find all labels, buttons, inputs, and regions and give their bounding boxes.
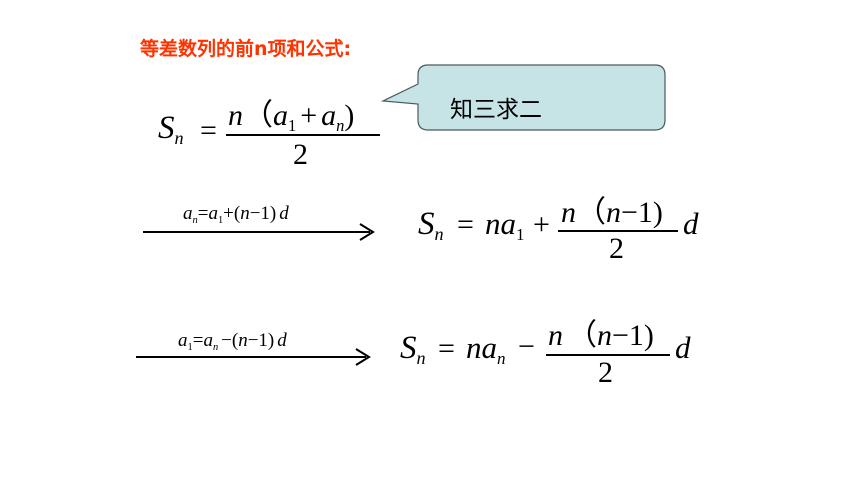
title-text: 等差数列的前n项和公式: bbox=[140, 38, 352, 60]
formula3-equals: = bbox=[438, 332, 455, 365]
arrow1-n: n bbox=[240, 203, 250, 224]
formula3-num-lparen: （ bbox=[567, 319, 597, 352]
arrow1-label: an=a1+(n−1)d bbox=[183, 203, 289, 226]
formula2-plus: + bbox=[533, 208, 550, 241]
slide-title: 等差数列的前n项和公式: bbox=[140, 34, 351, 61]
arrow2-a-sub: 1 bbox=[187, 341, 193, 353]
formula1-lhs: Sn bbox=[158, 110, 184, 149]
arrow2-d: d bbox=[277, 330, 287, 351]
formula2-num-minus1: −1) bbox=[621, 196, 663, 229]
formula1-S: S bbox=[158, 110, 175, 146]
formula3-num-minus1: −1) bbox=[612, 319, 654, 352]
arrow2-an-sub: n bbox=[212, 341, 219, 353]
arrow1-eq: = bbox=[197, 203, 209, 224]
formula3-num-n2: n bbox=[597, 319, 612, 352]
formula1-num-an: a bbox=[321, 99, 337, 132]
formula1-num-plus: + bbox=[300, 99, 318, 132]
arrow1-a1: a bbox=[208, 203, 218, 224]
arrow1-d: d bbox=[279, 203, 289, 224]
formula3-fraction-bar bbox=[546, 354, 670, 356]
formula2-S: S bbox=[418, 206, 435, 242]
formula3-S-sub: n bbox=[416, 348, 426, 369]
formula2-S-sub: n bbox=[434, 224, 444, 245]
formula2-d: d bbox=[683, 206, 699, 241]
formula3-num-n: n bbox=[548, 319, 563, 352]
formula1-denominator: 2 bbox=[293, 138, 308, 171]
formula3-S: S bbox=[400, 330, 417, 366]
formula2-na-sub: 1 bbox=[516, 224, 525, 244]
formula1-num-a1: a bbox=[273, 99, 288, 132]
formula2-fraction-bar bbox=[558, 230, 678, 232]
formula3-numerator: n（n−1) bbox=[548, 310, 654, 354]
formula1-S-sub: n bbox=[174, 128, 184, 149]
formula2-numerator: n（n−1) bbox=[561, 187, 663, 231]
formula1-num-lparen: （ bbox=[243, 99, 273, 132]
arrow1-rest: +( bbox=[223, 203, 241, 224]
arrow2-a: a bbox=[178, 330, 188, 351]
formula1-fraction-bar bbox=[226, 134, 380, 136]
arrow1-minus1: −1) bbox=[249, 203, 277, 224]
formula3-na: nan bbox=[466, 330, 506, 368]
formula3-na-sub: n bbox=[497, 348, 506, 368]
formula1-equals: = bbox=[200, 114, 217, 147]
arrow1-a: a bbox=[183, 203, 193, 224]
arrow2-an: a bbox=[203, 330, 213, 351]
formula2-denominator: 2 bbox=[609, 232, 624, 265]
formula1-numerator: n（a1+an) bbox=[228, 90, 355, 135]
formula2-na-text: na bbox=[485, 206, 516, 241]
arrow2-n: n bbox=[238, 330, 248, 351]
formula2-num-n: n bbox=[561, 196, 576, 229]
formula1-num-an-sub: n bbox=[336, 115, 345, 135]
formula3-lhs: Sn bbox=[400, 330, 426, 369]
formula2-equals: = bbox=[457, 208, 474, 241]
arrow1-a-sub: n bbox=[192, 214, 198, 226]
callout-shape bbox=[380, 64, 666, 131]
formula3-minus: − bbox=[518, 330, 535, 363]
arrow1-a1-sub: 1 bbox=[217, 214, 224, 226]
formula3-na-text: na bbox=[466, 330, 497, 365]
arrow2-rest: −( bbox=[221, 330, 239, 351]
callout-text: 知三求二 bbox=[450, 97, 542, 123]
arrow2-minus1: −1) bbox=[247, 330, 275, 351]
formula3-denominator: 2 bbox=[598, 356, 613, 389]
formula2-num-n2: n bbox=[606, 196, 621, 229]
arrow2-eq: = bbox=[192, 330, 204, 351]
formula2-na: na1 bbox=[485, 206, 525, 244]
formula2-lhs: Sn bbox=[418, 206, 444, 245]
formula1-num-rparen: ) bbox=[344, 99, 355, 132]
arrow2-label: a1=an−(n−1)d bbox=[178, 330, 287, 353]
formula1-num-a1-sub: 1 bbox=[288, 115, 297, 135]
formula3-d: d bbox=[675, 330, 691, 365]
formula2-num-lparen: （ bbox=[576, 196, 606, 229]
formula1-num-n: n bbox=[228, 99, 243, 132]
